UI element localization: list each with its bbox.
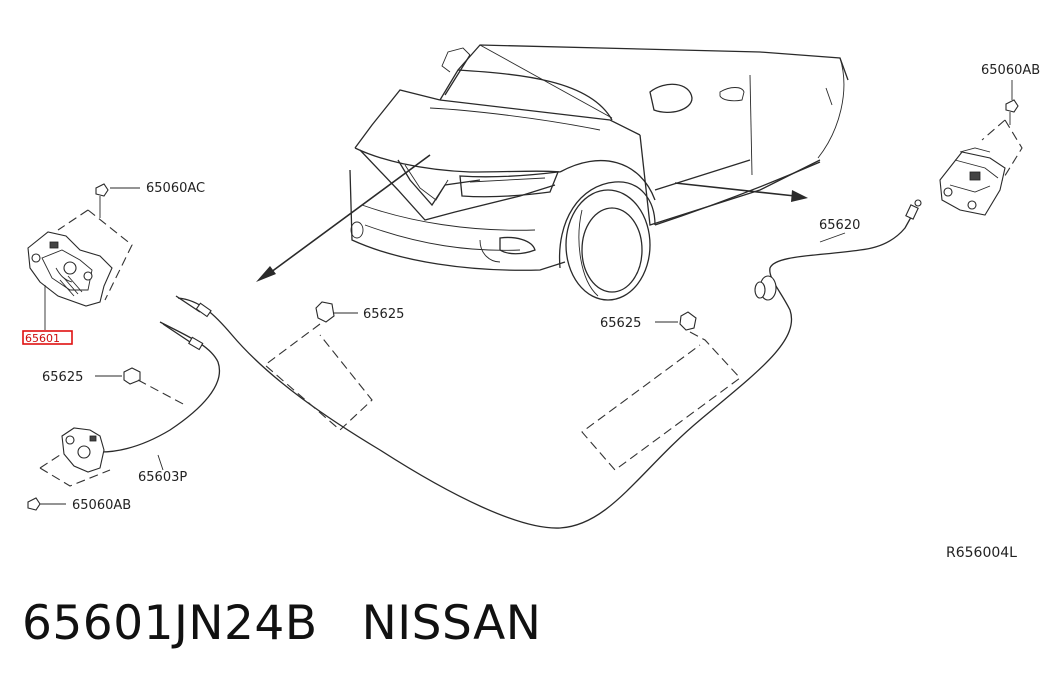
diagram-code: R656004L xyxy=(946,545,1017,561)
label-cable-65603p: 65603P xyxy=(138,470,187,485)
highlight-box xyxy=(22,330,73,345)
label-lock-65601: 65601 xyxy=(25,332,60,345)
hood-lock-assembly xyxy=(27,209,133,330)
clip-center xyxy=(264,301,373,431)
label-clip-right-65625: 65625 xyxy=(600,316,641,331)
cable-65603p xyxy=(99,321,221,471)
clip-right xyxy=(581,311,741,471)
label-clip-center-65625: 65625 xyxy=(363,307,404,322)
direction-arrows xyxy=(256,154,808,282)
car-illustration xyxy=(349,44,849,301)
arrow-head-right xyxy=(791,190,808,202)
footer-part-number: 65601JN24B xyxy=(22,596,318,651)
release-handle-assembly xyxy=(939,119,1023,216)
bolt-65060ac xyxy=(95,183,140,218)
label-bolt-65060ab-bottom: 65060AB xyxy=(72,498,131,513)
label-bolt-65060ab-top: 65060AB xyxy=(981,63,1040,78)
arrow-head-left xyxy=(256,266,276,282)
secondary-lock xyxy=(39,427,111,487)
bolt-65060ab-bottom xyxy=(27,497,66,511)
label-bolt-65060ac: 65060AC xyxy=(146,181,205,196)
footer-brand: NISSAN xyxy=(361,596,542,651)
label-clip-left-65625: 65625 xyxy=(42,370,83,385)
cable-65620 xyxy=(175,199,922,529)
clip-left xyxy=(95,367,186,406)
footer-caption: 65601JN24B NISSAN xyxy=(22,596,541,651)
label-cable-65620: 65620 xyxy=(819,218,860,233)
bolt-65060ab-top xyxy=(1005,80,1019,125)
